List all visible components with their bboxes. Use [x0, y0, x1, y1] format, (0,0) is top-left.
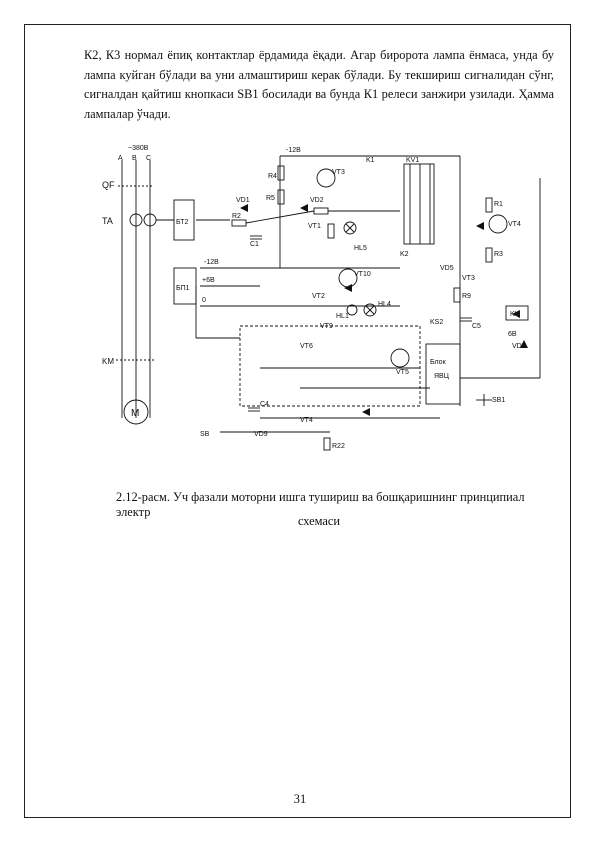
diode-vd13 — [362, 408, 370, 416]
diode-vd1 — [240, 204, 248, 212]
label-vt4b: VT4 — [300, 417, 313, 424]
label-minus12-top: -12В — [286, 147, 301, 154]
resistor-r9 — [453, 287, 461, 303]
label-vt3: VT3 — [332, 169, 345, 176]
label-block-top: Блок — [430, 359, 447, 366]
body-paragraph: К2, К3 нормал ёпиқ контактлар ёрдамида ё… — [84, 48, 554, 121]
label-6v: 6В — [508, 331, 517, 338]
diode-vd2 — [300, 204, 308, 212]
label-phase-c: C — [146, 155, 151, 162]
label-hl5: HL5 — [354, 245, 367, 252]
label-bt2: БТ2 — [176, 219, 189, 226]
label-r1: R1 — [494, 201, 503, 208]
label-bp1: БП1 — [176, 285, 190, 292]
dashed-enclosure — [239, 325, 421, 407]
label-supply: ~380В — [128, 145, 149, 152]
label-vt4: VT4 — [508, 221, 521, 228]
label-r2: R2 — [232, 213, 241, 220]
resistor-r2 — [231, 219, 247, 227]
label-sb1: SB1 — [492, 397, 505, 404]
resistor-r4 — [277, 165, 285, 181]
figure-caption-line1: 2.12-расм. Уч фазали моторни ишга тушири… — [116, 490, 525, 519]
resistor-r5 — [277, 189, 285, 205]
resistor-r7 — [485, 197, 493, 213]
circuit-diagram: ~380В A B C QF TA БТ2 БП1 KM M -12В -12В… — [100, 138, 560, 458]
label-minus12-mid: -12В — [204, 259, 219, 266]
label-vt10: VT10 — [354, 271, 371, 278]
label-vd1: VD1 — [236, 197, 250, 204]
label-vt6: VT6 — [300, 343, 313, 350]
transistor-vt4 — [488, 214, 508, 234]
label-ks2: KS2 — [430, 319, 443, 326]
label-vt1: VT1 — [308, 223, 321, 230]
label-vt5: VT5 — [396, 369, 409, 376]
label-vt9: VT9 — [320, 323, 333, 330]
label-r3: R3 — [494, 251, 503, 258]
label-k2: K2 — [400, 251, 409, 258]
label-c5: C5 — [472, 323, 481, 330]
figure-caption-line2: схемаси — [297, 514, 341, 528]
resistor-r3 — [327, 223, 335, 239]
label-hl1: HL1 — [336, 313, 349, 320]
label-c4: C4 — [260, 401, 269, 408]
motor-circle — [123, 399, 149, 425]
label-motor: M — [131, 408, 139, 419]
label-ta: TA — [102, 216, 113, 226]
label-zero: 0 — [202, 297, 206, 304]
label-km: KM — [102, 357, 114, 366]
ta-coil-1 — [129, 213, 143, 227]
diode-vd8 — [476, 222, 484, 230]
label-kv1: KV1 — [406, 157, 419, 164]
lamp-hl1 — [346, 304, 358, 316]
label-vt3b: VT3 — [462, 275, 475, 282]
label-vd5b: VD5 — [512, 343, 526, 350]
label-plus6: +6В — [202, 277, 215, 284]
label-c1: C1 — [250, 241, 259, 248]
transistor-vt3 — [316, 168, 336, 188]
label-k1: K1 — [366, 157, 375, 164]
label-vd5: VD5 — [440, 265, 454, 272]
label-vt2: VT2 — [312, 293, 325, 300]
diode-vd5 — [344, 284, 352, 292]
label-hl4: HL4 — [378, 301, 391, 308]
relay-k1-group — [403, 163, 435, 245]
label-qf: QF — [102, 180, 115, 190]
label-phase-b: B — [132, 155, 137, 162]
label-block-bottom: ЯВЦ — [434, 373, 450, 380]
resistor-r22 — [323, 437, 331, 451]
page-number: 31 — [293, 792, 307, 806]
label-r4: R4 — [268, 173, 277, 180]
label-vd2: VD2 — [310, 197, 324, 204]
relay-kv-box — [505, 305, 529, 321]
label-kv: KV — [510, 311, 520, 318]
label-r5: R5 — [266, 195, 275, 202]
diode-vd6 — [520, 340, 528, 348]
label-vd9: VD9 — [254, 431, 268, 438]
diode-vd9 — [512, 310, 520, 318]
resistor-r1 — [313, 207, 329, 215]
page-border — [24, 24, 571, 818]
transistor-vt5 — [390, 348, 410, 368]
lamp-hl4 — [363, 303, 377, 317]
label-r9: R9 — [462, 293, 471, 300]
label-r22: R22 — [332, 443, 345, 450]
resistor-r8 — [485, 247, 493, 263]
lamp-hl5 — [343, 221, 357, 235]
label-sb: SB — [200, 431, 210, 438]
circuit-diagram-svg: ~380В A B C QF TA БТ2 БП1 KM M -12В -12В… — [102, 145, 541, 451]
label-phase-a: A — [118, 155, 123, 162]
